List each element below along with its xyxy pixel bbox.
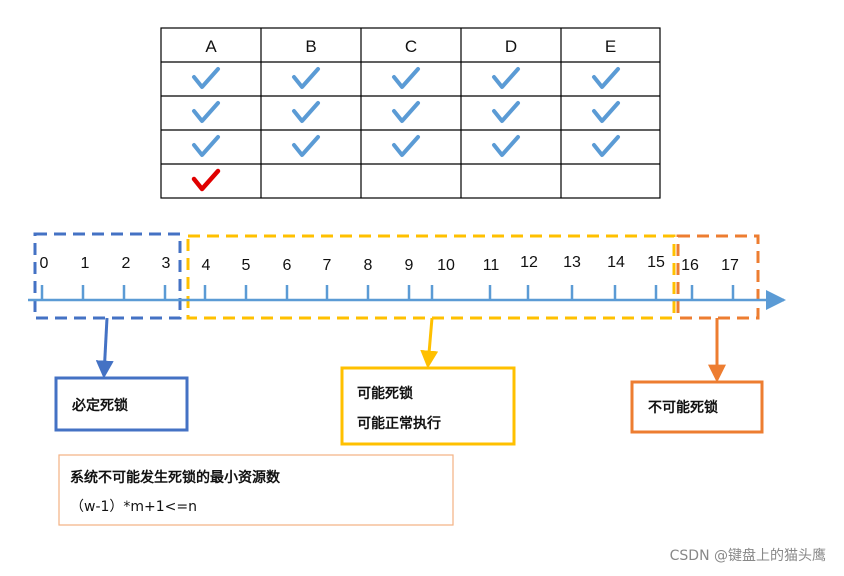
label-box — [340, 366, 516, 446]
check-icon — [292, 67, 320, 89]
axis-tick-label: 13 — [563, 254, 581, 271]
check-icon — [492, 67, 520, 89]
allocation-table: A B C D E — [160, 27, 661, 199]
label-possible-deadlock: 可能死锁 可能正常执行 — [340, 366, 516, 446]
label-no-deadlock: 不可能死锁 — [630, 380, 764, 434]
column-header-c: C — [405, 37, 417, 56]
axis-tick-label: 9 — [405, 257, 414, 274]
axis-tick-label: 3 — [162, 255, 171, 272]
axis-tick-label: 16 — [681, 257, 699, 274]
axis-tick-label: 12 — [520, 254, 538, 271]
label-box — [54, 376, 189, 432]
region-box-possible-deadlock — [186, 234, 676, 320]
axis-tick-label: 0 — [40, 255, 49, 272]
region-box-certain-deadlock — [33, 232, 182, 320]
column-header-b: B — [305, 37, 316, 56]
watermark: CSDN @键盘上的猫头鹰 — [670, 547, 826, 564]
check-red-icon — [191, 168, 221, 192]
axis-tick-label: 11 — [483, 257, 500, 274]
table-body — [191, 67, 620, 192]
column-header-a: A — [205, 37, 217, 56]
note-formula: （w-1）*m+1<=n — [70, 499, 197, 515]
column-header-e: E — [605, 37, 616, 56]
table-grid — [161, 28, 660, 198]
check-icon — [492, 135, 520, 157]
label-text: 必定死锁 — [71, 397, 128, 414]
axis-tick-label: 8 — [364, 257, 373, 274]
table-header-row: A B C D E — [205, 37, 616, 56]
check-icon — [592, 101, 620, 123]
check-icon — [192, 101, 220, 123]
axis-tick-label: 4 — [202, 257, 211, 274]
arrow-certain-deadlock — [95, 317, 114, 379]
check-icon — [392, 67, 420, 89]
column-header-d: D — [505, 37, 517, 56]
axis-tick-label: 14 — [607, 254, 625, 271]
axis-tick-label: 15 — [647, 254, 665, 271]
label-text: 不可能死锁 — [648, 399, 718, 416]
label-box — [630, 380, 764, 434]
axis-tick-label: 6 — [283, 257, 292, 274]
check-icon — [392, 101, 420, 123]
check-icon — [192, 135, 220, 157]
axis-tick-label: 10 — [437, 257, 455, 274]
axis-tick-label: 17 — [721, 257, 739, 274]
check-icon — [392, 135, 420, 157]
note-box — [58, 454, 454, 526]
label-text-line-2: 可能正常执行 — [357, 415, 441, 432]
axis-tick-label: 7 — [323, 257, 332, 274]
region-box-no-deadlock — [676, 234, 760, 320]
check-icon — [492, 101, 520, 123]
formula-note: 系统不可能发生死锁的最小资源数 （w-1）*m+1<=n — [58, 454, 454, 526]
check-icon — [592, 67, 620, 89]
label-text-line-1: 可能死锁 — [357, 385, 413, 402]
axis-tick-label: 1 — [81, 255, 90, 272]
table-border — [160, 27, 661, 199]
arrow-possible-deadlock — [420, 317, 439, 369]
axis-tick-label: 5 — [242, 257, 251, 274]
label-certain-deadlock: 必定死锁 — [54, 376, 189, 432]
note-title: 系统不可能发生死锁的最小资源数 — [70, 469, 281, 486]
check-icon — [592, 135, 620, 157]
check-icon — [292, 135, 320, 157]
check-icon — [292, 101, 320, 123]
check-icon — [192, 67, 220, 89]
axis-tick-label: 2 — [122, 255, 131, 272]
